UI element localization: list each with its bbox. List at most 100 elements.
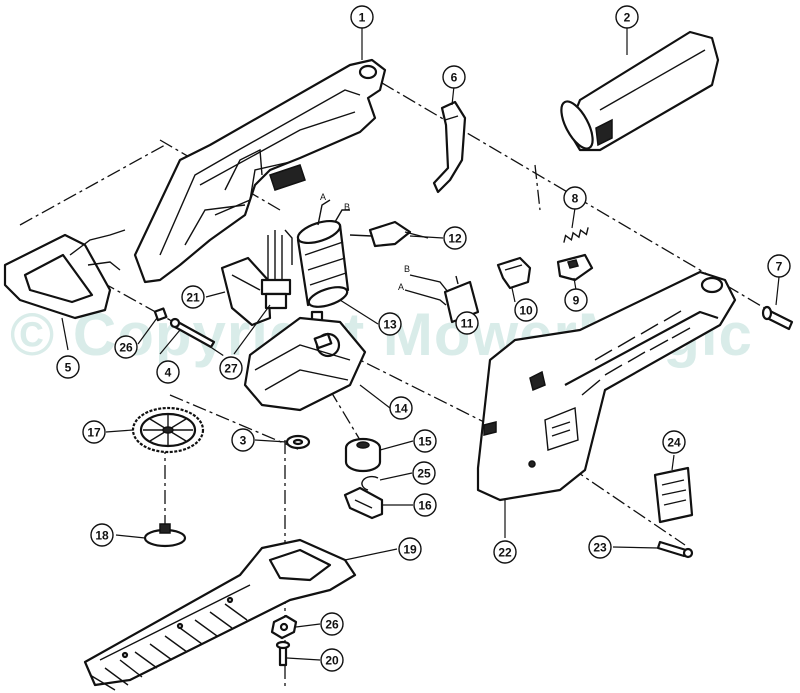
part-8-spring bbox=[563, 227, 589, 243]
callout-circle bbox=[443, 226, 467, 250]
part-25-circlip bbox=[361, 475, 379, 491]
callout-circle bbox=[455, 311, 479, 335]
callout-label: 25 bbox=[417, 467, 431, 481]
callout-17: 17 bbox=[82, 420, 106, 444]
callout-circle bbox=[156, 360, 180, 384]
callout-label: 16 bbox=[418, 499, 432, 513]
callout-circle bbox=[412, 461, 436, 485]
callout-11: 11 bbox=[455, 311, 479, 335]
callout-label: 22 bbox=[498, 546, 512, 560]
callout-label: 8 bbox=[572, 192, 579, 206]
callout-label: 6 bbox=[451, 71, 458, 85]
callout-label: 15 bbox=[418, 435, 432, 449]
callout-27: 27 bbox=[219, 356, 243, 380]
part-1-handle-housing bbox=[133, 58, 387, 284]
leader-lines bbox=[61, 28, 780, 661]
callout-label: 14 bbox=[394, 402, 408, 416]
part-4-screw bbox=[169, 317, 216, 349]
callout-label: 1 bbox=[359, 11, 366, 25]
callout-circle bbox=[350, 5, 374, 29]
callout-label: 4 bbox=[165, 366, 172, 380]
part-10-clip bbox=[496, 256, 532, 290]
assembly-lines bbox=[19, 69, 786, 690]
part-26-nut-upper bbox=[153, 307, 168, 322]
callout-label: 18 bbox=[95, 529, 109, 543]
callout-circle bbox=[181, 285, 205, 309]
wire-label-b-motor: B bbox=[344, 202, 350, 212]
part-2-battery-cylinder bbox=[560, 30, 720, 152]
callout-10: 10 bbox=[514, 298, 538, 322]
part-18-eccentric-disc bbox=[143, 523, 187, 548]
callout-25: 25 bbox=[412, 461, 436, 485]
callout-24: 24 bbox=[662, 430, 686, 454]
part-20-screw bbox=[275, 640, 291, 667]
part-17-drive-gear bbox=[131, 406, 205, 454]
callout-label: 7 bbox=[776, 260, 783, 274]
callout-20: 20 bbox=[320, 648, 344, 672]
callout-circle bbox=[378, 312, 402, 336]
callout-8: 8 bbox=[563, 186, 587, 210]
callout-label: 26 bbox=[325, 618, 339, 632]
callout-circle bbox=[398, 537, 422, 561]
callout-label: 13 bbox=[383, 318, 397, 332]
callout-16: 16 bbox=[413, 493, 437, 517]
callout-circle bbox=[615, 5, 639, 29]
callout-label: 3 bbox=[240, 434, 247, 448]
part-16-block bbox=[343, 486, 384, 520]
callout-label: 20 bbox=[325, 654, 339, 668]
callout-label: 24 bbox=[667, 436, 681, 450]
part-12-switch-actuator bbox=[349, 220, 429, 248]
callout-circle bbox=[114, 335, 138, 359]
assembly-line-gear bbox=[169, 394, 301, 451]
part-22-main-body bbox=[476, 270, 737, 502]
callout-label: 11 bbox=[461, 317, 474, 331]
callout-22: 22 bbox=[493, 540, 517, 564]
callout-label: 19 bbox=[403, 543, 417, 557]
callout-label: 21 bbox=[186, 291, 200, 305]
callout-circle bbox=[662, 430, 686, 454]
callout-circle bbox=[320, 648, 344, 672]
callout-label: 10 bbox=[519, 304, 533, 318]
wire-label-a-motor: A bbox=[320, 192, 326, 202]
part-27-terminal-pins bbox=[260, 229, 293, 310]
callout-label: 12 bbox=[448, 232, 462, 246]
part-7-screw bbox=[761, 305, 794, 331]
callout-circle bbox=[90, 523, 114, 547]
callout-circle bbox=[231, 428, 255, 452]
callout-label: 17 bbox=[87, 426, 101, 440]
wire-label-b-switch: B bbox=[404, 264, 410, 274]
part-15-gear bbox=[344, 437, 382, 473]
callout-1: 1 bbox=[350, 5, 374, 29]
part-6-lever bbox=[432, 100, 467, 194]
assembly-line-switch bbox=[534, 164, 541, 211]
callout-circle bbox=[82, 420, 106, 444]
callout-2: 2 bbox=[615, 5, 639, 29]
assembly-line-left-a bbox=[19, 144, 166, 226]
part-21-switch-cover bbox=[220, 256, 272, 327]
part-24-label-decal bbox=[653, 466, 694, 524]
callout-label: 27 bbox=[224, 362, 238, 376]
callout-label: 9 bbox=[573, 294, 580, 308]
callout-9: 9 bbox=[564, 288, 588, 312]
callout-circle bbox=[588, 535, 612, 559]
callout-circle bbox=[564, 288, 588, 312]
callout-circle bbox=[767, 254, 791, 278]
callout-19: 19 bbox=[398, 537, 422, 561]
callout-3: 3 bbox=[231, 428, 255, 452]
callout-circle bbox=[514, 298, 538, 322]
callout-circle bbox=[493, 540, 517, 564]
part-9-slide-switch bbox=[556, 253, 594, 282]
callout-circle bbox=[563, 186, 587, 210]
callout-circle bbox=[320, 612, 344, 636]
callout-26b: 26 bbox=[320, 612, 344, 636]
part-3-washer bbox=[285, 434, 311, 450]
callout-21: 21 bbox=[181, 285, 205, 309]
callout-6: 6 bbox=[442, 65, 466, 89]
callout-label: 26 bbox=[119, 341, 133, 355]
part-19-blade bbox=[83, 538, 357, 691]
callout-label: 5 bbox=[65, 361, 72, 375]
callout-15: 15 bbox=[413, 429, 437, 453]
callout-12: 12 bbox=[443, 226, 467, 250]
